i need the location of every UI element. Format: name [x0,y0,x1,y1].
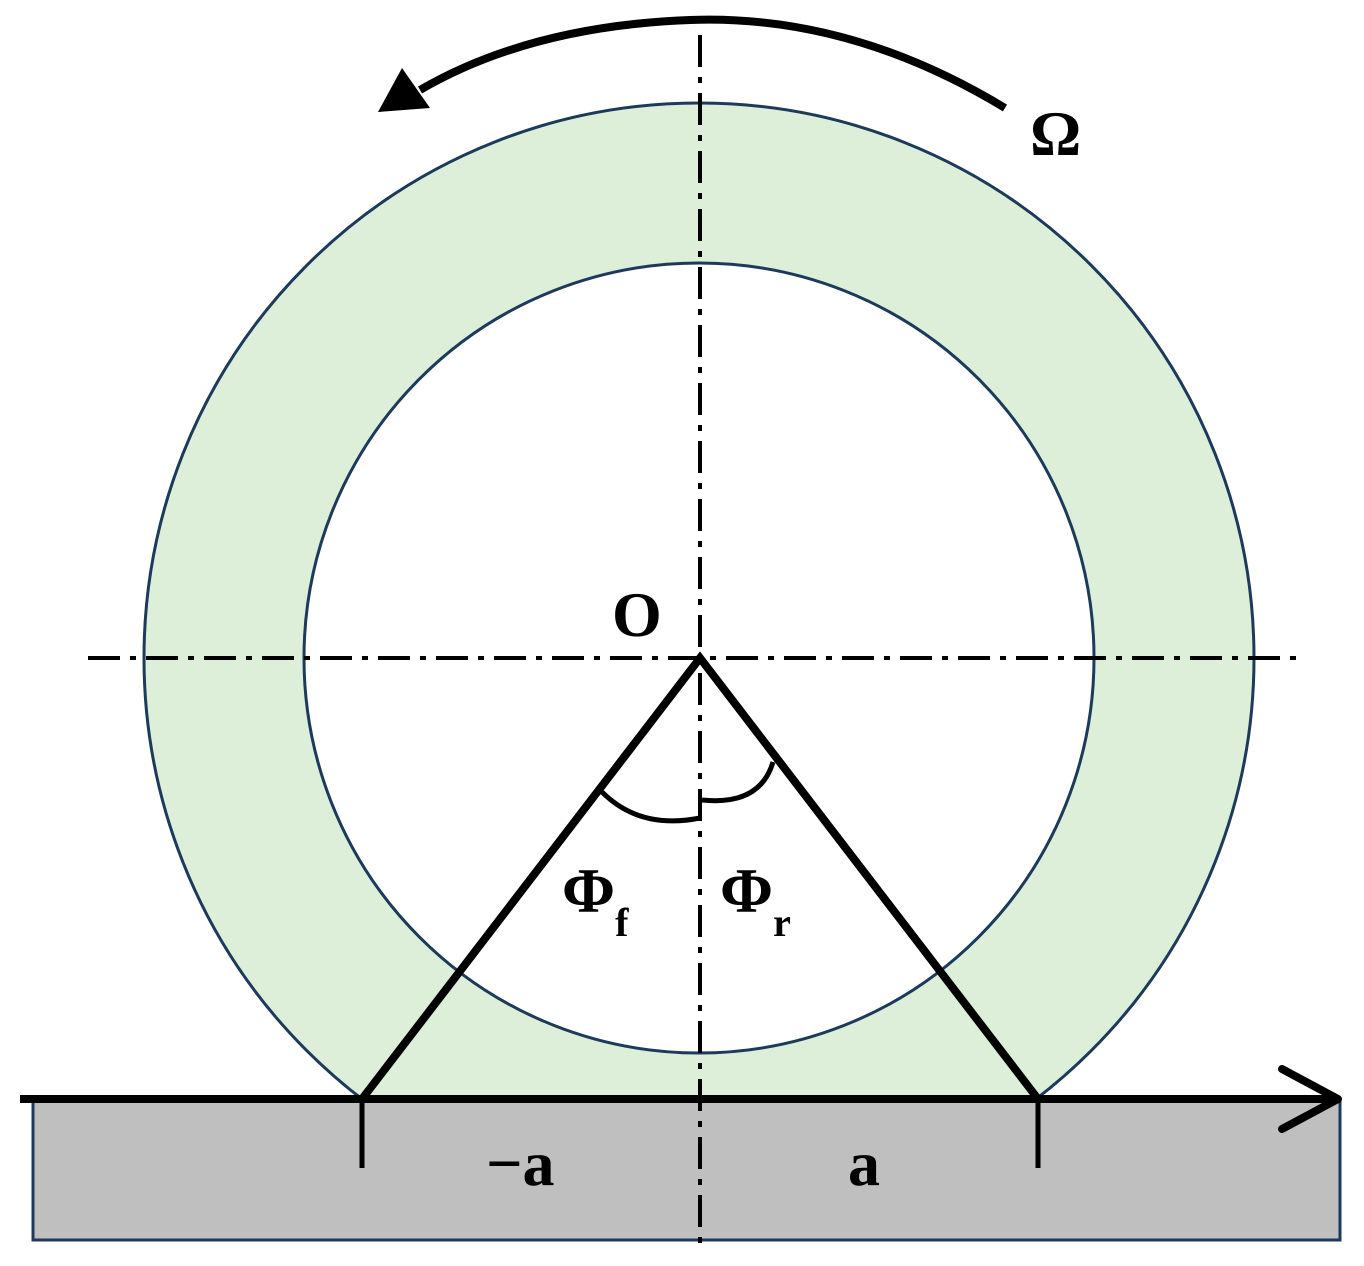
phi-f-subscript: f [615,900,629,945]
ground-block [31,1097,1342,1242]
phi-r-subscript: r [773,900,791,945]
origin-label: O [612,579,662,650]
omega-label: Ω [1030,98,1081,169]
phi-r-label: Φr [720,855,791,945]
phi-r-symbol: Φ [720,855,773,926]
phi-f-symbol: Φ [562,855,615,926]
ground-axis-arrowhead [1278,1065,1342,1133]
phi-f-arc [600,790,701,824]
phi-r-arc [701,761,776,804]
contact-lines [358,651,1042,1102]
rotation-arrowhead [378,68,430,112]
plus-a-label: a [848,1128,880,1199]
minus-a-label: −a [486,1128,554,1199]
rotation-arc [417,15,1008,112]
phi-f-label: Φf [562,855,629,945]
